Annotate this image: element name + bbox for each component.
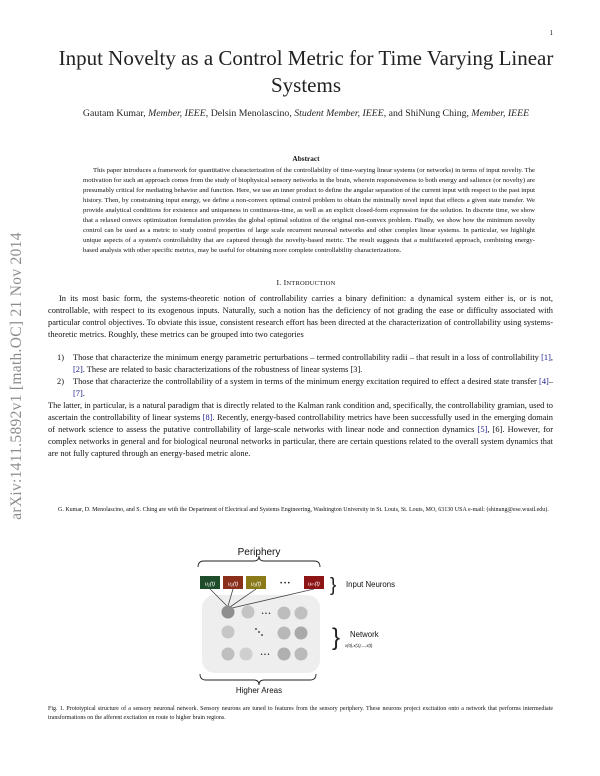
periphery-brace (197, 555, 321, 568)
list-text: . These are related to basic characteriz… (82, 364, 363, 374)
input-neurons-brace: } (330, 575, 336, 596)
input-neuron-m (304, 576, 324, 589)
author-name: Delsin Menolascino (210, 108, 290, 119)
list-text: , (550, 353, 553, 362)
list-number: 2) (57, 376, 64, 386)
author-name: Gautam Kumar (82, 108, 144, 119)
citation-link[interactable]: [1] (541, 353, 551, 362)
section-title-initial: I (283, 278, 287, 287)
input-neurons-label: Input Neurons (346, 580, 395, 589)
section-heading: I. INTRODUCTION (40, 278, 572, 287)
input-neuron-1 (200, 576, 220, 589)
input-neuron-2 (223, 576, 243, 589)
author-separator: , and (383, 108, 406, 119)
neuron-node (221, 647, 235, 661)
citation-link[interactable]: [5] (477, 424, 488, 434)
list-text: Those that characterize the controllabil… (73, 376, 540, 386)
input-neuron-3 (246, 576, 266, 589)
list-item: 2) Those that characterize the controllab… (57, 376, 553, 400)
input-label-1: u₁(t) (205, 582, 215, 588)
citation-link[interactable]: [2] (73, 364, 83, 374)
section-number: I. (276, 278, 282, 287)
intro-paragraph-1: In its most basic form, the systems-theo… (48, 294, 553, 339)
paragraph-text: . Recently, energy-based controllability… (48, 412, 553, 434)
periphery-label: Periphery (238, 547, 281, 558)
category-list: 1) Those that characterize the minimum en… (57, 352, 553, 400)
list-text: . (82, 388, 85, 398)
neuron-node (294, 606, 308, 620)
neuron-node (294, 626, 308, 640)
page-number: 1 (549, 29, 554, 37)
section-title-rest: NTRODUCTION (286, 280, 336, 287)
input-label-2: u₂(t) (228, 582, 239, 588)
input-label-m: uₘ(t) (308, 582, 320, 588)
higher-areas-brace (199, 673, 317, 686)
abstract-heading: Abstract (292, 154, 320, 163)
author-line: Gautam Kumar, Member, IEEE, Delsin Menol… (82, 108, 530, 119)
author-footnote: G. Kumar, D. Menolascino, and S. Ching a… (58, 507, 549, 513)
author-separator: , (205, 108, 211, 119)
list-text: Those that characterize the minimum ener… (73, 353, 542, 362)
network-ellipsis-bottom: • • • (261, 652, 270, 658)
list-number: 1) (57, 353, 64, 362)
neuron-node (294, 647, 308, 661)
network-brace: } (332, 624, 340, 651)
neuron-node (221, 605, 235, 619)
intro-paragraph-2: The latter, in particular, is a natural … (48, 400, 553, 460)
neuron-node (277, 647, 291, 661)
author-role: Student Member, IEEE (294, 108, 384, 119)
input-label-3: u₃(t) (251, 582, 262, 588)
neuron-node (221, 625, 235, 639)
network-ellipsis-top: • • • (262, 611, 271, 617)
figure-caption: Fig. 1. Prototypical structure of a sens… (48, 706, 553, 721)
higher-areas-label: Higher Areas (236, 686, 282, 695)
network-sublabel: x(0),x(1),...,x(t) (344, 643, 373, 648)
network-neurons (221, 605, 308, 661)
citation-link[interactable]: [8] (202, 412, 213, 422)
input-ellipsis: • • • (280, 581, 290, 587)
author-role: Member, IEEE (471, 108, 530, 119)
input-neuron-boxes: u₁(t) u₂(t) u₃(t) uₘ(t) • • • (200, 576, 324, 589)
neuron-node (241, 605, 255, 619)
author-name: ShiNung Ching (405, 108, 467, 119)
neuron-node (239, 647, 253, 661)
citation-link[interactable]: [7] (73, 388, 83, 398)
paragraph-text: , [6]. However, for complex networks in … (48, 424, 553, 458)
network-figure: Periphery u₁(t) u₂(t) u₃(t) uₘ(t) • • • … (197, 547, 395, 695)
projection-arrows (209, 588, 315, 609)
neuron-node (277, 626, 291, 640)
arxiv-stamp[interactable]: arXiv:1411.5892v1 [math.OC] 21 Nov 2014 (8, 232, 25, 520)
network-label: Network (350, 630, 379, 639)
paragraph-text: The latter, in particular, is a natural … (48, 401, 553, 422)
abstract-body: This paper introduces a framework for qu… (83, 167, 535, 254)
network-diagonal-dots (255, 628, 263, 636)
citation-link[interactable]: [4] (539, 376, 549, 386)
list-text: – (548, 376, 553, 386)
neuron-node (277, 606, 291, 620)
list-item: 1) Those that characterize the minimum en… (57, 352, 553, 376)
author-role: Member, IEEE (148, 108, 206, 119)
paper-title: Input Novelty as a Control Metric for Ti… (58, 46, 554, 97)
